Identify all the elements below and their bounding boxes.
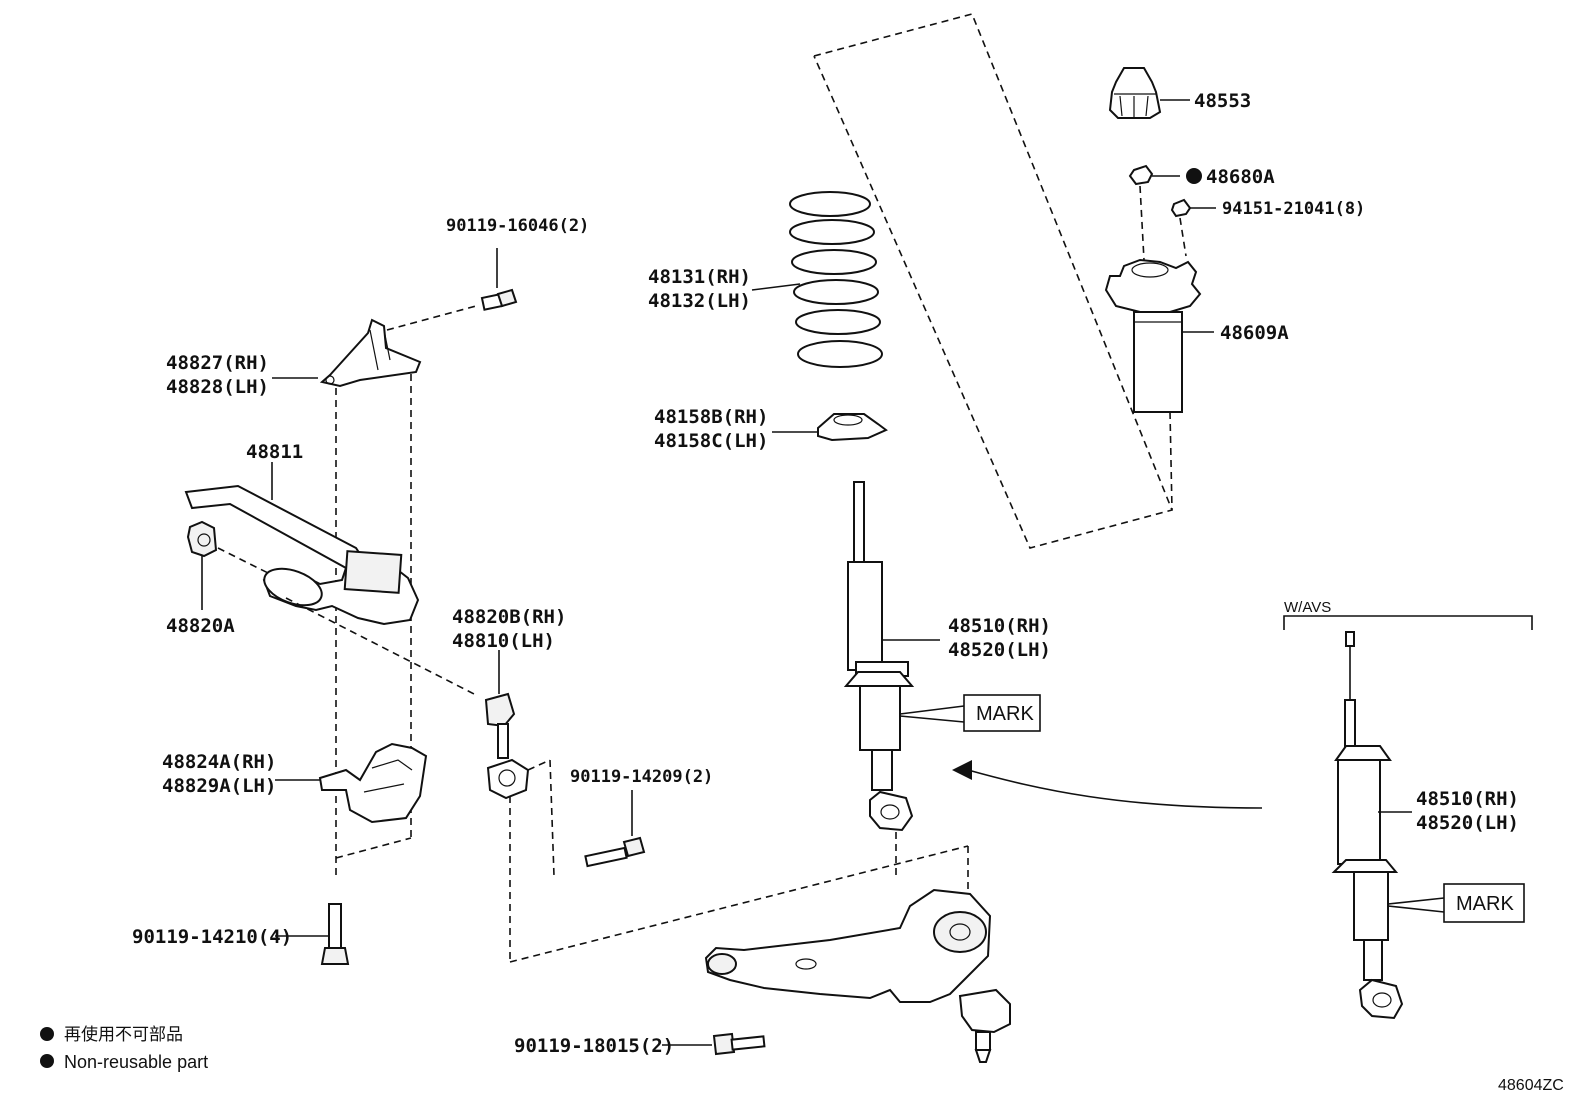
bushing-48820A [186,520,218,558]
label-avs-shock-lh: 48520(LH) [1416,812,1519,834]
bumper-48553 [1108,67,1162,119]
stabilizer-link-48820B [484,692,530,800]
legend-jp: 再使用不可部品 [64,1024,183,1044]
label-bracket-lh: 48828(LH) [166,376,269,398]
label-mount: 48609A [1220,322,1289,344]
label-shock-lh: 48520(LH) [948,639,1051,661]
avs-shock-absorber [1331,631,1404,1020]
bolt-90119-16046 [480,248,518,311]
label-link-rh: 48820B(RH) [452,606,566,628]
label-bumper: 48553 [1194,90,1251,112]
label-avs-mark: MARK [1456,893,1514,915]
arrow-icon [952,760,972,780]
legend-dot-icon [40,1027,54,1041]
avs-bracket [1283,615,1533,630]
label-mark: MARK [976,703,1034,725]
avs-title: W/AVS [1284,599,1331,616]
label-link-lh: 48810(LH) [452,630,555,652]
insulator-48158B [817,413,888,442]
label-bracket-rh: 48827(RH) [166,352,269,374]
label-insulator-rh: 48158B(RH) [654,406,768,428]
bolt-90119-18015 [712,1032,766,1056]
stabilizer-bar-48811 [184,484,420,626]
label-bolt-arm: 90119-18015(2) [514,1035,674,1057]
label-insulator-lh: 48158C(LH) [654,430,768,452]
bracket-48827 [319,318,422,388]
label-clamp-rh: 48824A(RH) [162,751,276,773]
mount-48609A [1104,258,1202,413]
label-spring-lh: 48132(LH) [648,290,751,312]
label-bolt-link: 90119-14209(2) [570,767,713,787]
non-reusable-dot-icon [1186,168,1202,184]
diagram-id: 48604ZC [1498,1077,1564,1094]
shock-absorber-48510 [843,481,915,832]
mark-box [963,694,1041,732]
label-shock-rh: 48510(RH) [948,615,1051,637]
avs-mark-box [1443,883,1525,923]
legend-dot-icon [40,1054,54,1068]
label-bolt-clamp: 90119-14210(4) [132,926,292,948]
bolt-90119-14209 [584,836,646,868]
label-spring-rh: 48131(RH) [648,266,751,288]
bolt-90119-14210 [320,903,350,965]
lower-arm [704,888,1011,1063]
label-nut-mount: 94151-21041(8) [1222,199,1365,219]
label-bushing: 48820A [166,615,235,637]
label-nut-nonreuse: 48680A [1206,166,1275,188]
label-clamp-lh: 48829A(LH) [162,775,276,797]
clamp-48824A [318,742,428,824]
coil-spring-48131 [789,191,883,368]
legend-en: Non-reusable part [64,1052,208,1072]
nut-94151-21041 [1170,198,1192,218]
label-stabilizer-bar: 48811 [246,441,303,463]
nut-48680A [1128,164,1154,186]
label-bolt-top: 90119-16046(2) [446,216,589,236]
label-avs-shock-rh: 48510(RH) [1416,788,1519,810]
